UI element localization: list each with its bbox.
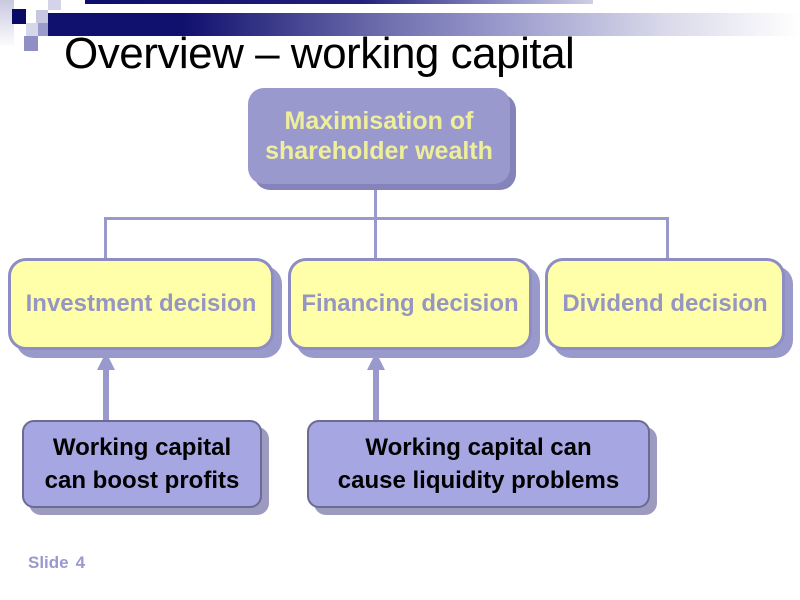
note-line1: Working capital: [52, 434, 232, 461]
note-line2: can boost profits: [44, 467, 240, 494]
decision-box-financing: Financing decision: [288, 258, 532, 350]
slide-title: Overview – working capital: [64, 29, 575, 78]
decision-label: Investment decision: [25, 290, 257, 317]
decision-box-investment: Investment decision: [8, 258, 274, 350]
note-box-liquidity-problems: Working capital can cause liquidity prob…: [307, 420, 650, 508]
mosaic-square: [26, 23, 38, 36]
connector-right-vertical: [666, 217, 669, 258]
top-accent-line: [85, 0, 593, 4]
decision-label: Dividend decision: [562, 290, 768, 317]
root-box-line2: shareholder wealth: [265, 137, 493, 165]
slide-number: 4: [75, 553, 86, 572]
mosaic-strip: [0, 0, 14, 46]
note-line2: cause liquidity problems: [337, 467, 620, 494]
decision-label: Financing decision: [301, 290, 519, 317]
connector-root-vertical: [374, 184, 377, 258]
mosaic-square: [38, 23, 48, 36]
root-box-maximisation: Maximisation of shareholder wealth: [248, 88, 510, 184]
mosaic-square-navy: [12, 9, 26, 24]
connector-left-vertical: [104, 217, 107, 258]
root-box-line1: Maximisation of: [284, 107, 474, 135]
up-arrow-shaft-middle: [373, 366, 379, 420]
slide-footer-label: Slide: [28, 553, 69, 572]
mosaic-square: [24, 36, 38, 51]
up-arrow-shaft-left: [103, 366, 109, 420]
connector-horizontal: [104, 217, 669, 220]
up-arrowhead-middle: [367, 352, 385, 370]
note-line1: Working capital can: [365, 434, 592, 461]
decision-box-dividend: Dividend decision: [545, 258, 785, 350]
mosaic-square: [36, 10, 48, 23]
up-arrowhead-left: [97, 352, 115, 370]
note-box-boost-profits: Working capital can boost profits: [22, 420, 262, 508]
mosaic-square: [48, 0, 61, 10]
slide-footer: Slide 4: [28, 553, 85, 573]
